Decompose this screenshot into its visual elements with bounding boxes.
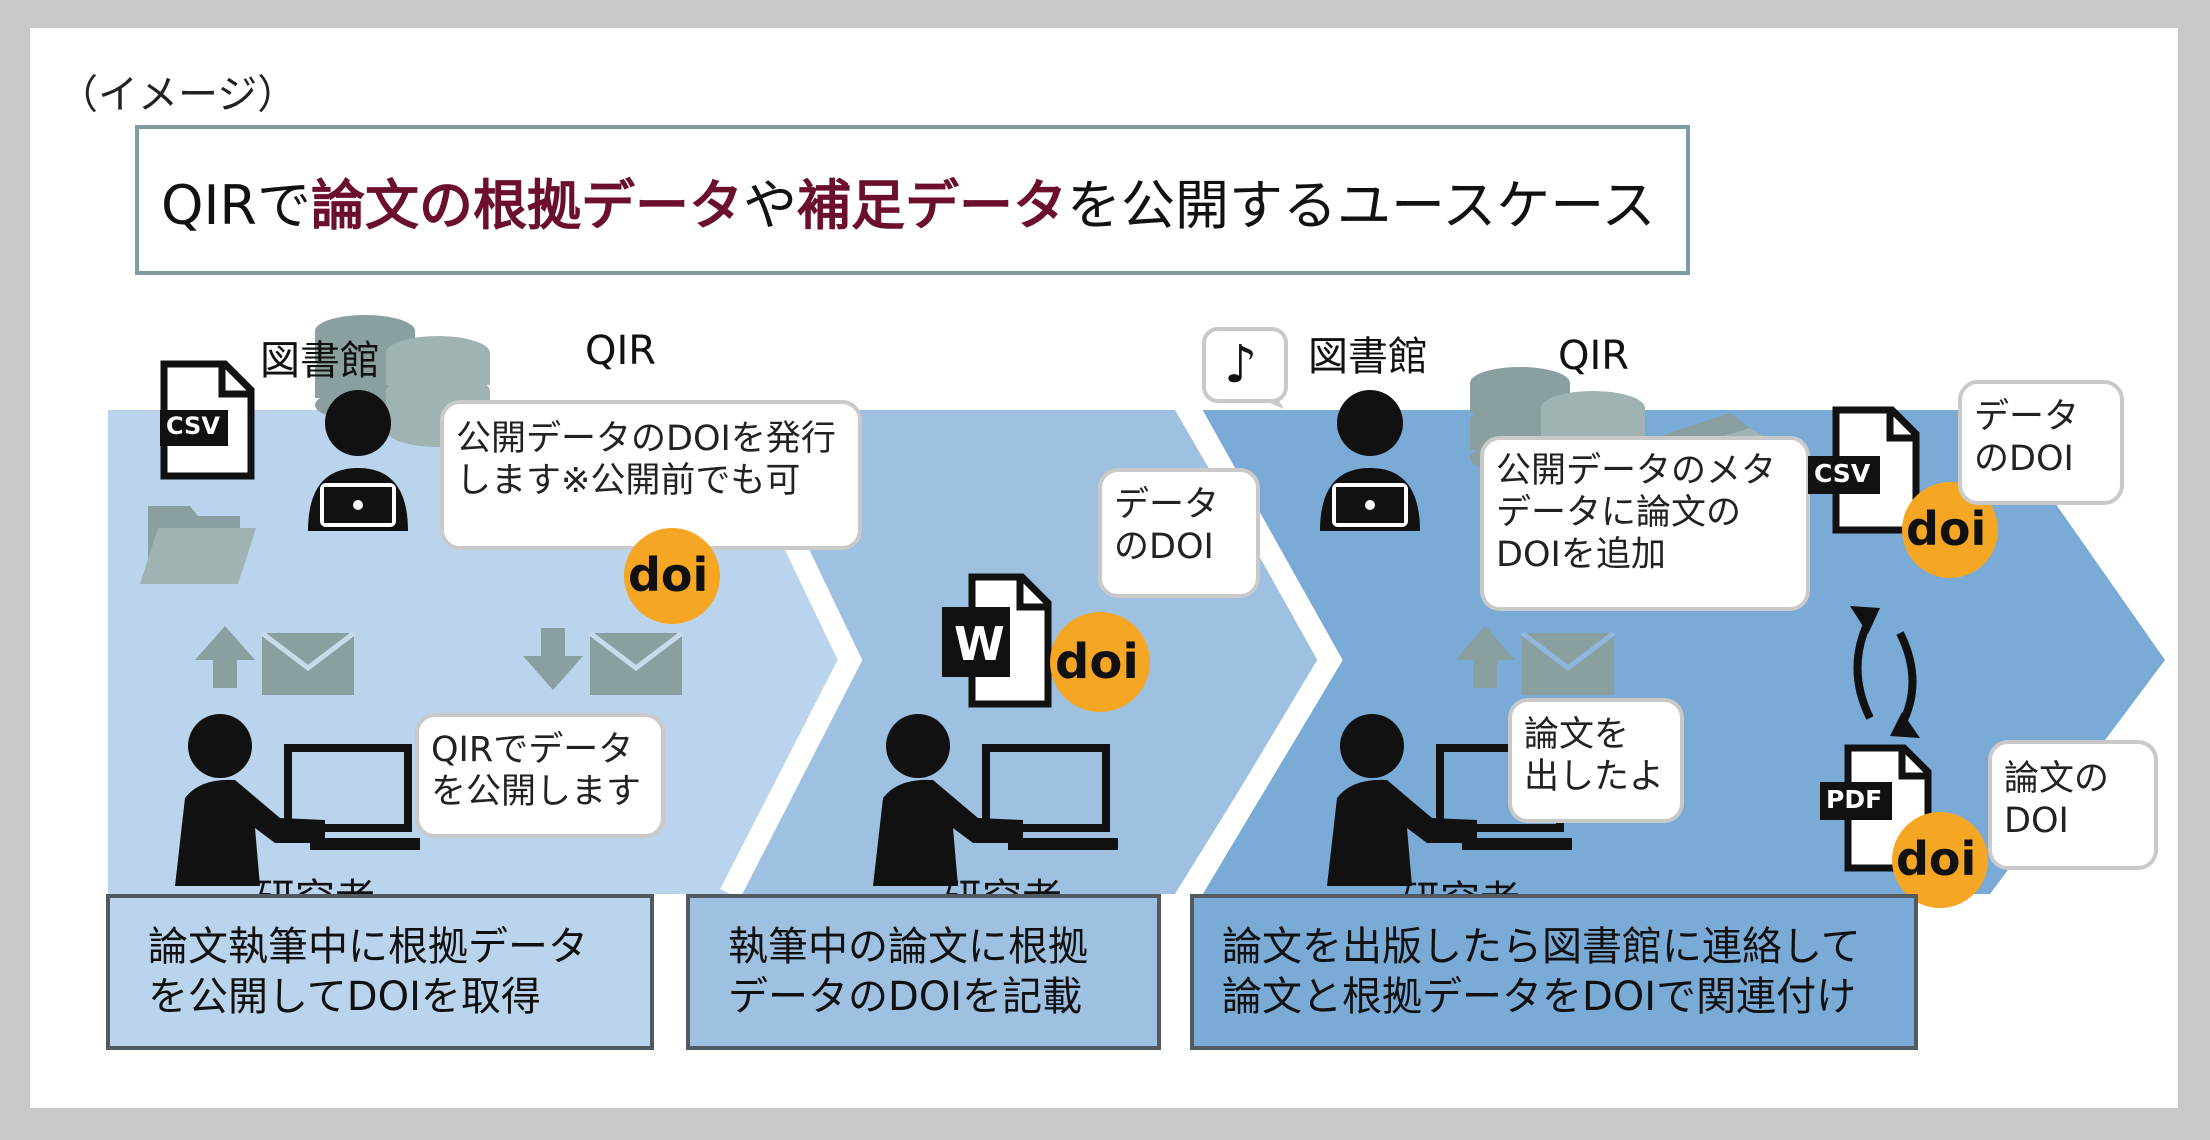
doi-label-3b: doi (1896, 832, 1977, 886)
doi-badge-3b: doi (1890, 810, 1990, 910)
word-label: W (954, 617, 1005, 671)
pdf-speech-bubble: 論文の DOI (1988, 740, 2158, 870)
step1-description: 論文執筆中に根拠データ を公開してDOIを取得 (106, 894, 654, 1050)
csv-file-icon: CSV (160, 360, 255, 480)
doi-badge-2: doi (1048, 610, 1152, 714)
doi-badge-3a: doi (1900, 480, 2000, 580)
image-caption: （イメージ） (58, 72, 298, 118)
music-note-bubble-icon: ♪ (1200, 325, 1290, 410)
researcher-icon-3 (1312, 708, 1572, 888)
folder-icon (140, 506, 256, 584)
csv-speech-bubble: データ のDOI (1958, 380, 2124, 505)
library-label-1: 図書館 (260, 338, 380, 384)
library-speech-bubble-1: 公開データのDOIを発行 します※公開前でも可 (440, 400, 862, 550)
step2-description: 執筆中の論文に根拠 データのDOIを記載 (686, 894, 1161, 1050)
researcher-icon-1 (160, 708, 420, 888)
title-part-2: や (742, 173, 797, 237)
pdf-label: PDF (1826, 785, 1883, 814)
slide: （イメージ） QIRで論文の根拠データや補足データを公開するユースケース 図書館… (30, 28, 2178, 1108)
qir-label-3: QIR (1558, 333, 1630, 379)
librarian-icon-3 (1310, 383, 1430, 533)
library-label-3: 図書館 (1308, 334, 1428, 380)
csv-label-3: CSV (1814, 459, 1871, 488)
library-speech-bubble-3: 公開データのメタ データに論文の DOIを追加 (1480, 436, 1810, 611)
title-part-1: QIRで (161, 173, 311, 237)
page-title: QIRで論文の根拠データや補足データを公開するユースケース (135, 125, 1690, 275)
researcher-speech-bubble-1: QIRでデータ を公開します (415, 713, 665, 838)
step2-speech-bubble: データ のDOI (1098, 468, 1260, 598)
doi-label-2: doi (1055, 634, 1139, 690)
step3-description: 論文を出版したら図書館に連絡して 論文と根拠データをDOIで関連付け (1190, 894, 1918, 1050)
csv-file-icon-3: CSV (1808, 406, 1920, 534)
researcher-speech-bubble-3: 論文を 出したよ (1508, 698, 1684, 823)
title-emphasis-2: 補足データ (796, 173, 1067, 237)
upload-arrow-icon-3 (1455, 626, 1515, 688)
doi-label-1: doi (628, 548, 709, 602)
title-part-3: を公開するユースケース (1066, 173, 1656, 237)
mail-icon (260, 631, 356, 695)
librarian-icon (298, 383, 418, 533)
mail-icon-3 (1520, 631, 1616, 695)
sync-arrows-icon (1850, 606, 1920, 738)
upload-arrow-icon (195, 626, 255, 688)
researcher-icon-2 (858, 708, 1118, 888)
mail-icon-2 (588, 631, 684, 695)
word-document-icon: W (942, 573, 1052, 708)
doi-badge-1: doi (622, 526, 722, 626)
qir-label-1: QIR (585, 328, 657, 374)
title-emphasis-1: 論文の根拠データ (310, 173, 743, 237)
doi-label-3a: doi (1906, 502, 1987, 556)
download-arrow-icon (523, 628, 583, 690)
csv-label: CSV (166, 412, 220, 440)
